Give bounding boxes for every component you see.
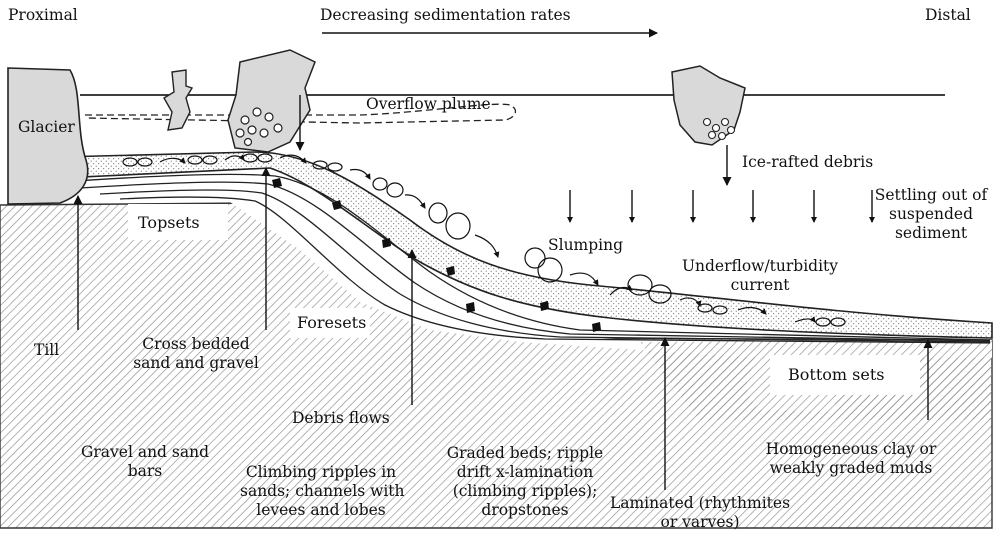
- laminated-label: Laminated (rhythmites or varves): [600, 494, 800, 532]
- underflow-label: Underflow/turbidity current: [680, 257, 840, 295]
- proximal-label: Proximal: [8, 6, 78, 25]
- climbing-ripples-label: Climbing ripples in sands; channels with…: [240, 463, 402, 520]
- small-iceberg: [164, 70, 192, 130]
- overflow-plume-label: Overflow plume: [366, 95, 491, 114]
- graded-beds-label: Graded beds; ripple drift x-lamination (…: [444, 444, 606, 520]
- till-label: Till: [34, 341, 59, 360]
- homogeneous-label: Homogeneous clay or weakly graded muds: [756, 440, 946, 478]
- bottom-sets-label: Bottom sets: [788, 365, 884, 384]
- foresets-label: Foresets: [297, 313, 366, 332]
- distal-label: Distal: [925, 6, 971, 25]
- glacier-label: Glacier: [18, 118, 75, 137]
- cross-bedded-label: Cross bedded sand and gravel: [126, 335, 266, 373]
- ice-rafted-label: Ice-rafted debris: [742, 153, 873, 172]
- slumping-label: Slumping: [548, 236, 623, 255]
- topsets-label: Topsets: [138, 213, 200, 232]
- settling-arrows: [570, 190, 872, 222]
- debris-flows-label: Debris flows: [292, 409, 390, 428]
- gradient-label: Decreasing sedimentation rates: [320, 6, 571, 25]
- settling-label: Settling out of suspended sediment: [866, 186, 996, 243]
- gravel-bars-label: Gravel and sand bars: [70, 443, 220, 481]
